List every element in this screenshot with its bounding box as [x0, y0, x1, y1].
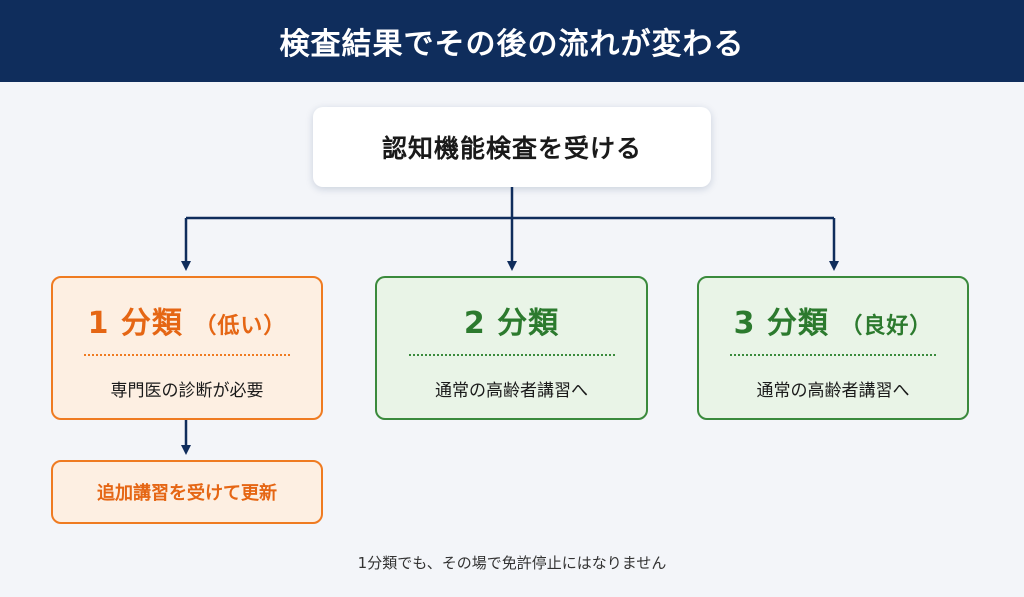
followup-label: 追加講習を受けて更新 [97, 483, 277, 504]
category-2-divider [408, 354, 615, 356]
category-3-qualifier: （良好） [840, 314, 933, 339]
category-2-number: 2 [463, 306, 486, 341]
start-node-label: 認知機能検査を受ける [381, 134, 642, 163]
category-1-unit: 分類 [120, 306, 183, 341]
category-2-title: 2 分類 [464, 298, 559, 342]
category-1-number: 1 [87, 306, 110, 341]
category-3-divider [730, 354, 936, 356]
category-3-unit: 分類 [766, 306, 829, 341]
followup-node: 追加講習を受けて更新 [51, 460, 323, 524]
category-2-box: 2 分類 通常の高齢者講習へ [375, 276, 648, 420]
category-3-description: 通常の高齢者講習へ [756, 381, 910, 401]
header-banner: 検査結果でその後の流れが変わる [0, 0, 1024, 82]
footnote: 1分類でも、その場で免許停止にはなりません [357, 554, 667, 572]
category-1-box: 1 分類 （低い） 専門医の診断が必要 [51, 276, 323, 420]
start-node: 認知機能検査を受ける [313, 107, 711, 187]
category-1-title: 1 分類 （低い） [88, 298, 287, 342]
category-1-divider [84, 354, 290, 356]
category-3-title: 3 分類 （良好） [734, 298, 933, 342]
category-2-unit: 分類 [497, 306, 560, 341]
category-3-number: 3 [733, 306, 756, 341]
page-title: 検査結果でその後の流れが変わる [279, 27, 745, 62]
category-3-box: 3 分類 （良好） 通常の高齢者講習へ [697, 276, 969, 420]
category-1-qualifier: （低い） [194, 314, 287, 339]
category-1-description: 専門医の診断が必要 [110, 381, 264, 401]
category-2-description: 通常の高齢者講習へ [435, 381, 588, 401]
